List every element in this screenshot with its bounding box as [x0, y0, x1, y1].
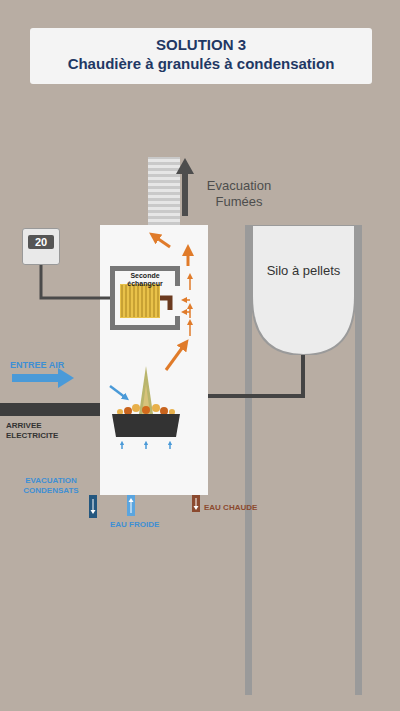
drawing-part	[154, 285, 155, 317]
boiler-casing	[100, 225, 208, 495]
drawing-part	[160, 407, 168, 415]
node-text: Seconde échangeur	[112, 272, 178, 287]
drawing-part	[187, 250, 190, 266]
chimney	[148, 157, 180, 225]
control-wire	[41, 265, 110, 298]
cold-water-label: EAU FROIDE	[110, 520, 159, 530]
air-label: ENTREE AIR	[10, 360, 64, 371]
drawing-part	[189, 276, 191, 290]
drawing-part	[132, 404, 140, 412]
drawing-part	[112, 414, 180, 437]
condensate-label: EVACUATION CONDENSATS	[14, 476, 88, 495]
drawing-part	[12, 374, 60, 382]
smoke-label: Evacuation Fumées	[196, 178, 282, 209]
drawing-part	[166, 344, 185, 370]
drawing-part	[158, 285, 159, 317]
silo-outline	[252, 225, 355, 355]
title-box: SOLUTION 3Chaudière à granulés à condens…	[30, 28, 372, 84]
drawing-part	[124, 407, 132, 415]
node-text: SOLUTION 3	[36, 36, 366, 55]
drawing-part	[58, 368, 74, 388]
burner	[112, 366, 180, 437]
drawing-part	[121, 443, 123, 449]
primary-air-arrows	[122, 443, 170, 449]
drawing-part	[127, 495, 135, 516]
drawing-part	[160, 298, 170, 310]
drawing-part	[152, 404, 160, 412]
drawing-part	[176, 158, 194, 174]
drawing-part	[129, 498, 134, 502]
hot-water-label: EAU CHAUDE	[204, 503, 257, 513]
drawing-part	[184, 311, 190, 313]
cold-water-pipe	[127, 495, 135, 516]
drawing-part	[175, 316, 180, 330]
drawing-part	[194, 506, 199, 510]
silo-leg	[245, 225, 252, 695]
thermostat: 20	[22, 228, 60, 265]
air-inlet-arrow	[12, 368, 74, 388]
condensate-pipe	[89, 495, 97, 518]
drawing-part	[142, 285, 143, 317]
drawing-part	[91, 510, 96, 514]
drawing-part	[130, 285, 131, 317]
drawing-part	[146, 285, 147, 317]
drawing-part	[139, 366, 153, 414]
drawing-part	[169, 443, 171, 449]
drawing-part	[150, 285, 151, 317]
drawing-part	[252, 225, 355, 355]
drawing-part	[120, 284, 160, 318]
drawing-part	[110, 266, 180, 330]
drawing-part	[126, 285, 127, 317]
drawing-part	[182, 172, 188, 216]
node-text: Chaudière à granulés à condensation	[36, 55, 366, 74]
drawing-part	[142, 384, 150, 414]
node-text: Silo à pellets	[260, 263, 347, 280]
drawing-part	[142, 406, 150, 414]
drawing-part	[184, 299, 190, 301]
drawing-part	[145, 443, 147, 449]
air-arrow	[110, 386, 126, 398]
drawing-part	[122, 285, 123, 317]
pellet-silo: Silo à pellets	[252, 225, 355, 355]
drawing-part	[175, 266, 180, 286]
drawing-part	[192, 495, 200, 512]
electric-cable	[0, 403, 102, 416]
drawing-part	[134, 285, 135, 317]
hot-water-pipe	[192, 495, 200, 512]
drawing-part	[189, 322, 191, 336]
silo-leg	[355, 225, 362, 695]
drawing-part	[138, 285, 139, 317]
smoke-arrow	[176, 158, 194, 216]
drawing-part	[154, 236, 170, 247]
node-text: 20	[28, 235, 54, 249]
power-label: ARRIVEE ELECTRICITE	[6, 421, 68, 440]
heat-exchanger: Seconde échangeur	[110, 266, 180, 330]
drawing-part	[89, 495, 97, 518]
